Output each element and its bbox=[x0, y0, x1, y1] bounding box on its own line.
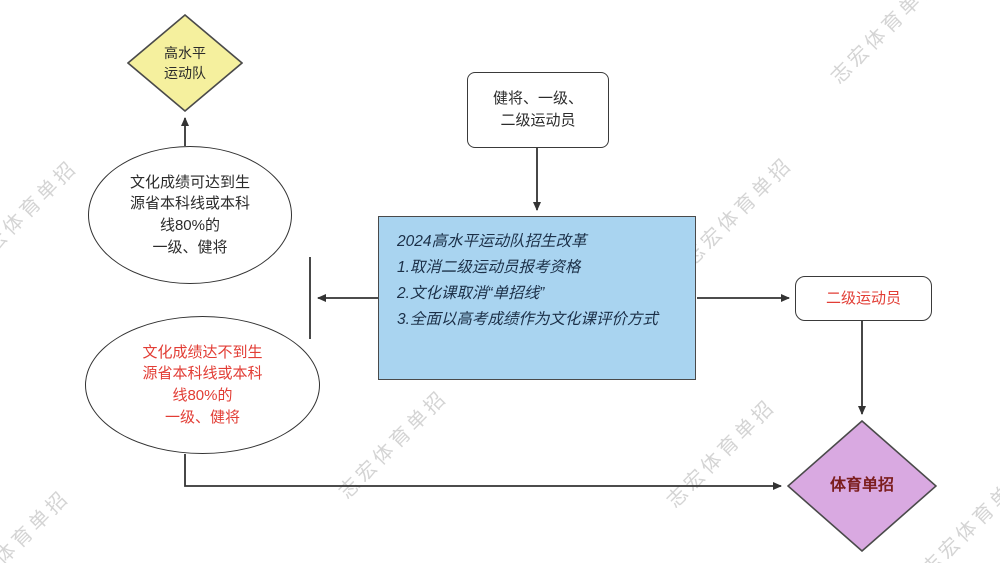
meets-line-label: 文化成绩可达到生 源省本科线或本科 线80%的 一级、健将 bbox=[129, 173, 250, 256]
second-level-label: 二级运动员 bbox=[825, 289, 901, 307]
reform-title: 2024高水平运动队招生改革 bbox=[397, 233, 587, 250]
reform-item: 3.全面以高考成绩作为文化课评价方式 bbox=[397, 311, 658, 329]
sports-single-recruit-label: 体育单招 bbox=[829, 477, 894, 495]
below-line-label: 文化成绩达不到生 源省本科线或本科 线80%的 一级、健将 bbox=[142, 343, 263, 426]
watermark-text: 志宏体育单招 bbox=[827, 0, 945, 89]
meets-line-node: 文化成绩可达到生 源省本科线或本科 线80%的 一级、健将 bbox=[88, 146, 292, 284]
diamond-shape bbox=[787, 420, 937, 552]
diamond-shape-purple bbox=[787, 420, 937, 552]
reform-item: 1.取消二级运动员报考资格 bbox=[397, 259, 581, 277]
diamond-shape bbox=[127, 14, 243, 112]
second-level-node: 二级运动员 bbox=[795, 276, 932, 321]
high-level-team-label: 高水平 运动队 bbox=[164, 44, 206, 81]
watermark-text: 志宏体育单招 bbox=[335, 386, 453, 504]
watermark-text: 志宏体育单招 bbox=[0, 156, 83, 274]
high-level-team-node: 高水平 运动队 bbox=[127, 14, 243, 112]
below-line-node: 文化成绩达不到生 源省本科线或本科 线80%的 一级、健将 bbox=[85, 316, 320, 454]
athletes-node: 健将、一级、 二级运动员 bbox=[467, 72, 609, 148]
watermark-text: 志宏体育单招 bbox=[0, 486, 75, 563]
athletes-label: 健将、一级、 二级运动员 bbox=[492, 90, 583, 129]
sports-single-recruit-node: 体育单招 bbox=[787, 420, 937, 552]
watermark-text: 志宏体育单招 bbox=[663, 395, 781, 513]
reform-node: 2024高水平运动队招生改革 1.取消二级运动员报考资格 2.文化课取消“单招线… bbox=[378, 216, 696, 380]
reform-item: 2.文化课取消“单招线” bbox=[397, 285, 545, 303]
diamond-shape-yellow bbox=[127, 14, 243, 112]
